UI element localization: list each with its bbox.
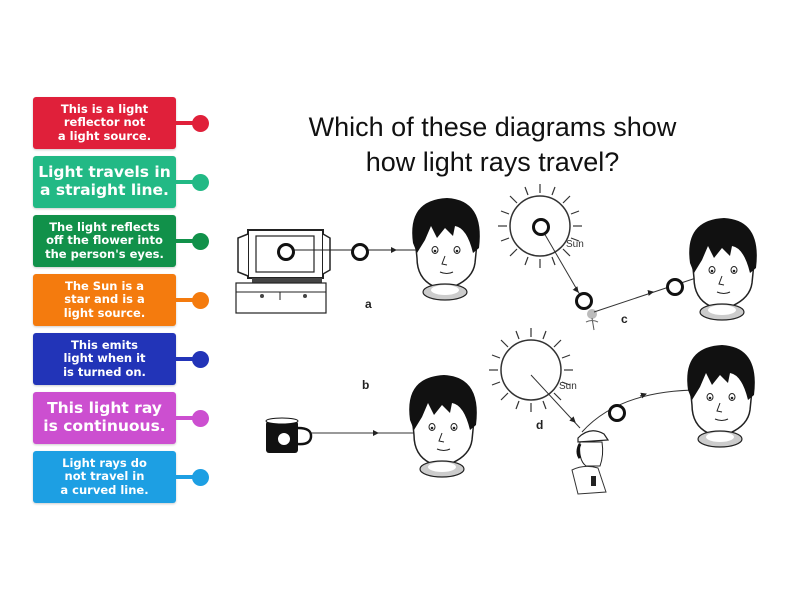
person-head-d <box>686 344 756 448</box>
tv-icon <box>235 229 331 314</box>
label-flower-reflects-pin[interactable] <box>192 233 209 250</box>
label-continuous-text: This light ray is continuous. <box>43 399 166 435</box>
label-sun-star-text: The Sun is a star and is a light source. <box>63 279 146 320</box>
label-continuous-connector <box>176 416 194 420</box>
question-line-1: Which of these diagrams show <box>308 112 677 142</box>
label-flower-reflects-connector <box>176 239 194 243</box>
label-flower-reflects-text: The light reflects off the flower into t… <box>45 220 164 261</box>
label-straight-line[interactable]: Light travels in a straight line. <box>33 156 176 208</box>
sun-label-d: Sun <box>559 381 577 392</box>
label-emits-light-text: This emits light when it is turned on. <box>63 338 146 379</box>
label-not-curved-connector <box>176 475 194 479</box>
flower-icon <box>585 309 599 331</box>
label-flower-reflects[interactable]: The light reflects off the flower into t… <box>33 215 176 267</box>
sun-label-c: Sun <box>566 239 584 250</box>
label-not-curved-text: Light rays do not travel in a curved lin… <box>60 456 149 497</box>
drop-target-mug-b[interactable] <box>275 430 293 448</box>
question-title: Which of these diagrams show how light r… <box>270 110 715 180</box>
drop-target-sun-c[interactable] <box>532 218 550 236</box>
label-not-curved[interactable]: Light rays do not travel in a curved lin… <box>33 451 176 503</box>
label-reflector-text: This is a light reflector not a light so… <box>57 102 152 143</box>
drop-target-flower-c[interactable] <box>575 292 593 310</box>
figure-letter-c: c <box>621 312 628 326</box>
person-head-a <box>411 197 481 301</box>
drop-target-ray-c[interactable] <box>666 278 684 296</box>
label-emits-light[interactable]: This emits light when it is turned on. <box>33 333 176 385</box>
label-straight-line-pin[interactable] <box>192 174 209 191</box>
person-head-b <box>408 374 478 478</box>
label-reflector[interactable]: This is a light reflector not a light so… <box>33 97 176 149</box>
drop-target-tv-screen[interactable] <box>277 243 295 261</box>
drop-target-ray-a[interactable] <box>351 243 369 261</box>
label-sun-star-pin[interactable] <box>192 292 209 309</box>
person-head-c <box>688 217 758 321</box>
label-straight-line-text: Light travels in a straight line. <box>38 163 171 199</box>
label-sun-star[interactable]: The Sun is a star and is a light source. <box>33 274 176 326</box>
label-emits-light-pin[interactable] <box>192 351 209 368</box>
label-reflector-connector <box>176 121 194 125</box>
drop-target-ray-d[interactable] <box>608 404 626 422</box>
label-sun-star-connector <box>176 298 194 302</box>
label-continuous[interactable]: This light ray is continuous. <box>33 392 176 444</box>
figure-letter-d: d <box>536 418 544 432</box>
figure-letter-a: a <box>365 297 372 311</box>
man-with-cap-icon <box>571 430 610 495</box>
label-reflector-pin[interactable] <box>192 115 209 132</box>
question-line-2: how light rays travel? <box>365 147 620 177</box>
label-not-curved-pin[interactable] <box>192 469 209 486</box>
sun-icon-d <box>488 327 574 413</box>
figure-letter-b: b <box>362 378 370 392</box>
label-straight-line-connector <box>176 180 194 184</box>
label-emits-light-connector <box>176 357 194 361</box>
label-continuous-pin[interactable] <box>192 410 209 427</box>
